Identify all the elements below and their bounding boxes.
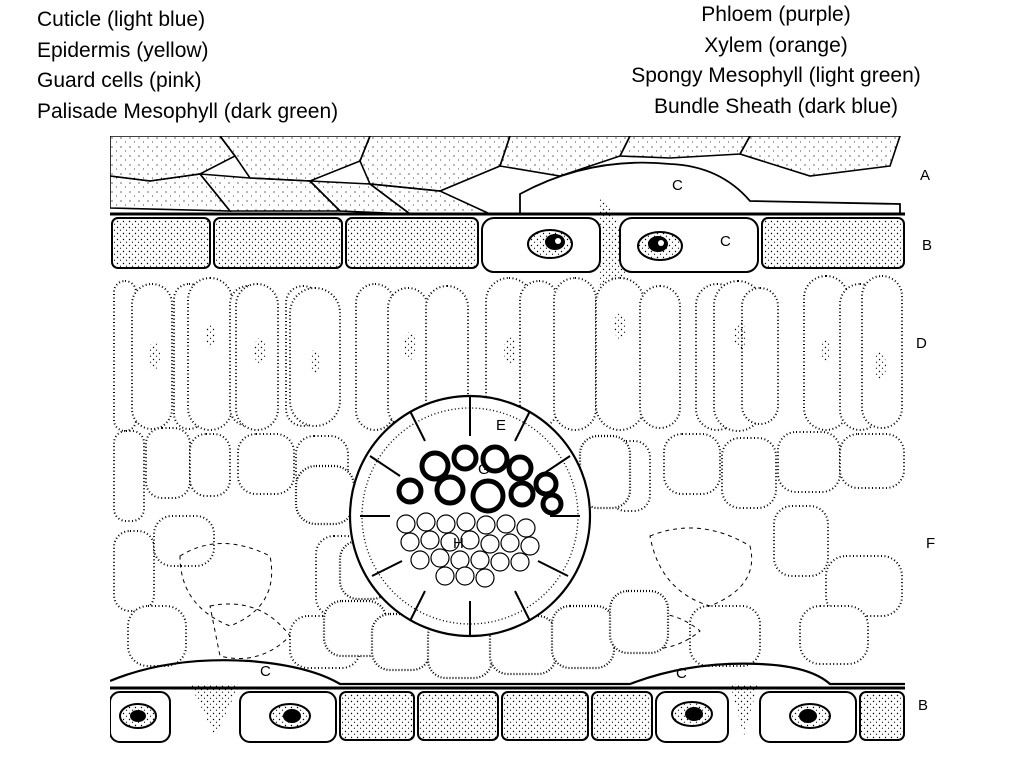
key-item-spongy-mesophyll: Spongy Mesophyll (light green) bbox=[631, 64, 921, 87]
diagram-letter-labels: A B D F B C C C C E G H bbox=[260, 167, 935, 714]
key-item-xylem: Xylem (orange) bbox=[704, 33, 848, 57]
key-item-palisade-mesophyll: Palisade Mesophyll (dark green) bbox=[37, 99, 339, 123]
lower-stoma-chambers bbox=[110, 659, 905, 686]
upper-stoma-chamber bbox=[519, 161, 901, 215]
label-c-bottom-1: C bbox=[260, 663, 271, 680]
key-item-epidermis: Epidermis (yellow) bbox=[37, 38, 209, 62]
label-c-top-1: C bbox=[672, 177, 683, 194]
lower-pore-shading bbox=[190, 684, 758, 736]
key-item-cuticle: Cuticle (light blue) bbox=[37, 8, 206, 31]
key-item-phloem: Phloem (purple) bbox=[701, 3, 851, 26]
label-side-b-bottom: B bbox=[918, 697, 928, 714]
label-side-d: D bbox=[916, 335, 927, 352]
key-item-guard-cells: Guard cells (pink) bbox=[37, 69, 202, 92]
lower-guard-cells bbox=[119, 701, 831, 729]
palisade-chloroplasts bbox=[148, 313, 886, 380]
label-side-f: F bbox=[926, 535, 935, 552]
color-key-left: Cuticle (light blue) Epidermis (yellow) … bbox=[37, 5, 338, 127]
key-item-bundle-sheath: Bundle Sheath (dark blue) bbox=[654, 94, 898, 118]
leaf-cross-section-diagram: A B D F B C C C C E G H bbox=[110, 136, 935, 743]
xylem bbox=[396, 444, 564, 516]
upper-surface-cells bbox=[110, 136, 901, 215]
upper-guard-cells bbox=[481, 217, 759, 273]
label-h: H bbox=[453, 535, 464, 552]
phloem bbox=[396, 512, 540, 588]
vascular-bundle bbox=[348, 394, 592, 638]
label-side-a: A bbox=[920, 167, 930, 184]
label-g: G bbox=[478, 461, 490, 478]
upper-epidermis bbox=[111, 217, 905, 269]
label-c-bottom-2: C bbox=[676, 665, 687, 682]
bundle-sheath bbox=[294, 434, 670, 680]
color-key-right: Phloem (purple) Xylem (orange) Spongy Me… bbox=[585, 0, 967, 122]
label-c-top-2: C bbox=[720, 233, 731, 250]
label-side-b-top: B bbox=[922, 237, 932, 254]
label-e: E bbox=[496, 417, 506, 434]
